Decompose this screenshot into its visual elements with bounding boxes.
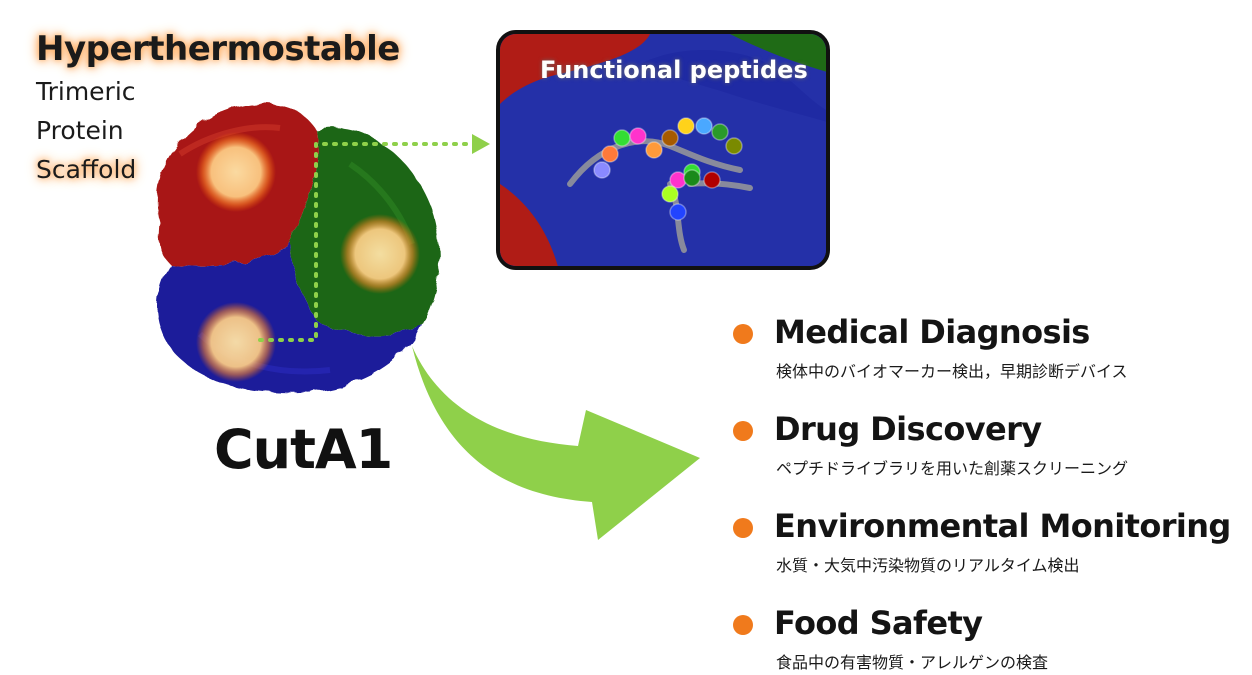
scaffold-description: Hyperthermostable Trimeric Protein Scaff…: [36, 26, 400, 189]
application-subtitle: ペプチドライブラリを用いた創薬スクリーニング: [776, 459, 1129, 478]
application-subtitle: 水質・大気中汚染物質のリアルタイム検出: [776, 556, 1080, 575]
peptide-bead: [677, 117, 695, 135]
connector-arrowhead: [472, 134, 490, 154]
application-title: Food Safety: [774, 604, 983, 642]
peptide-bead: [645, 141, 663, 159]
active-site-red: [196, 132, 276, 212]
bullet-icon: [733, 324, 753, 344]
application-environmental-monitoring: Environmental Monitoring 水質・大気中汚染物質のリアルタ…: [730, 500, 1240, 597]
application-title: Medical Diagnosis: [774, 313, 1090, 351]
application-food-safety: Food Safety 食品中の有害物質・アレルゲンの検査: [730, 597, 1240, 675]
bullet-icon: [733, 615, 753, 635]
application-medical-diagnosis: Medical Diagnosis 検体中のバイオマーカー検出，早期診断デバイス: [730, 306, 1240, 403]
peptide-bead: [601, 145, 619, 163]
peptide-bead: [629, 127, 647, 145]
application-drug-discovery: Drug Discovery ペプチドライブラリを用いた創薬スクリーニング: [730, 403, 1240, 500]
peptide-bead: [683, 169, 701, 187]
application-subtitle: 食品中の有害物質・アレルゲンの検査: [776, 653, 1049, 672]
peptide-bead: [711, 123, 729, 141]
dotted-connector: [258, 134, 490, 342]
active-site-blue: [196, 302, 276, 382]
peptide-bead: [695, 117, 713, 135]
peptide-bead: [613, 129, 631, 147]
application-list: Medical Diagnosis 検体中のバイオマーカー検出，早期診断デバイス…: [730, 306, 1240, 675]
bullet-icon: [733, 421, 753, 441]
protein-trimer-illustration: [156, 102, 440, 393]
functional-peptides-inset: Functional peptides: [496, 30, 830, 270]
inset-label: Functional peptides: [540, 56, 808, 84]
scaffold-title: Hyperthermostable: [36, 29, 400, 69]
bullet-icon: [733, 518, 753, 538]
scaffold-line-scaffold: Scaffold: [36, 155, 137, 184]
peptide-bead: [703, 171, 721, 189]
peptide-bead: [661, 129, 679, 147]
application-title: Drug Discovery: [774, 410, 1042, 448]
inset-surface-art: [500, 34, 826, 266]
peptide-bead: [593, 161, 611, 179]
application-title: Environmental Monitoring: [774, 507, 1231, 545]
peptide-bead: [725, 137, 743, 155]
active-site-green: [340, 214, 420, 294]
peptide-bead: [669, 203, 687, 221]
protein-name: CutA1: [214, 418, 393, 481]
scaffold-line-protein: Protein: [36, 116, 124, 145]
scaffold-line-trimeric: Trimeric: [36, 77, 136, 106]
peptide-bead: [661, 185, 679, 203]
application-subtitle: 検体中のバイオマーカー検出，早期診断デバイス: [776, 362, 1128, 381]
big-arrow: [412, 346, 700, 540]
